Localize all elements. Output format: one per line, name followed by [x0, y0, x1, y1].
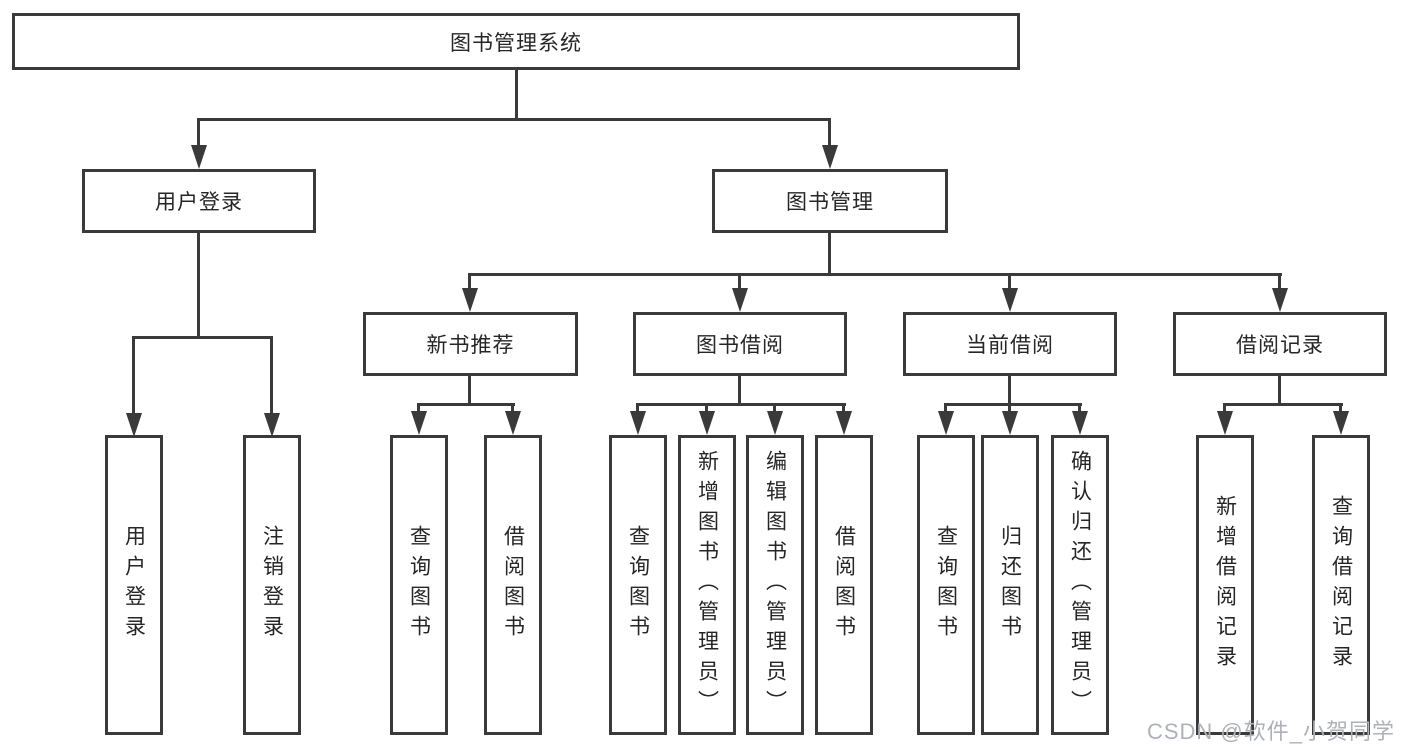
- edge-records-drop-1: [1223, 403, 1226, 415]
- node-book-mgmt: 图书管理: [712, 169, 948, 233]
- edge-root-drop-left: [197, 118, 200, 150]
- leaf-borrow-book-1: 借阅图书: [484, 435, 542, 735]
- arrow-to-book-borrow: [732, 288, 748, 312]
- edge-userlogin-drop-1: [132, 336, 135, 416]
- leaf-user-login: 用户登录: [105, 435, 163, 735]
- edge-borrow-stem: [738, 376, 741, 405]
- leaf-add-borrow-record: 新增借阅记录: [1196, 435, 1254, 735]
- arrow-borrow-leaf-4: [836, 411, 852, 435]
- edge-bookmgmt-rail: [468, 273, 1282, 276]
- leaf-confirm-return: 确认归还（管理员）: [1051, 435, 1109, 735]
- node-borrow-records: 借阅记录: [1173, 312, 1387, 376]
- edge-newbook-rail: [417, 403, 515, 406]
- edge-bookmgmt-drop-4: [1278, 273, 1281, 291]
- edge-current-drop-2: [1008, 403, 1011, 415]
- leaf-label: 查询图书: [626, 525, 650, 645]
- edge-userlogin-drop-2: [270, 336, 273, 416]
- edge-borrow-drop-3: [773, 403, 776, 415]
- edge-current-stem: [1008, 376, 1011, 405]
- arrow-borrow-leaf-3: [767, 411, 783, 435]
- arrow-to-current-borrow: [1002, 288, 1018, 312]
- edge-borrow-drop-4: [842, 403, 845, 415]
- arrow-to-book-mgmt: [822, 145, 838, 169]
- node-root: 图书管理系统: [12, 13, 1020, 70]
- edge-newbook-stem: [468, 376, 471, 405]
- arrow-current-leaf-3: [1072, 411, 1088, 435]
- edge-bookmgmt-drop-2: [738, 273, 741, 291]
- csdn-watermark: CSDN @软件_小贺同学: [1146, 719, 1395, 744]
- edge-userlogin-stem: [197, 233, 200, 338]
- edge-bookmgmt-drop-3: [1008, 273, 1011, 291]
- leaf-label: 用户登录: [122, 525, 146, 645]
- edge-borrow-drop-1: [636, 403, 639, 415]
- edge-current-drop-1: [944, 403, 947, 415]
- arrow-newbook-leaf-1: [411, 411, 427, 435]
- leaf-label: 注销登录: [260, 525, 284, 645]
- edge-current-drop-3: [1078, 403, 1081, 415]
- leaf-label: 归还图书: [998, 525, 1022, 645]
- edge-newbook-drop-2: [511, 403, 514, 415]
- leaf-label: 借阅图书: [501, 525, 525, 645]
- leaf-label: 确认归还（管理员）: [1068, 450, 1092, 720]
- node-new-book-rec: 新书推荐: [363, 312, 578, 376]
- leaf-query-book-3: 查询图书: [917, 435, 975, 735]
- edge-bookmgmt-drop-1: [468, 273, 471, 291]
- arrow-records-leaf-1: [1217, 411, 1233, 435]
- edge-bookmgmt-stem: [828, 233, 831, 275]
- leaf-logout: 注销登录: [243, 435, 301, 735]
- edge-records-rail: [1223, 403, 1343, 406]
- arrow-borrow-leaf-1: [630, 411, 646, 435]
- leaf-label: 编辑图书（管理员）: [763, 450, 787, 720]
- leaf-query-book-2: 查询图书: [609, 435, 667, 735]
- edge-borrow-drop-2: [705, 403, 708, 415]
- edge-root-stem: [515, 70, 518, 120]
- arrow-to-borrow-records: [1272, 288, 1288, 312]
- leaf-label: 查询图书: [407, 525, 431, 645]
- arrow-to-logout-leaf: [264, 413, 280, 437]
- edge-current-rail: [944, 403, 1082, 406]
- arrow-borrow-leaf-2: [699, 411, 715, 435]
- edge-borrow-rail: [636, 403, 846, 406]
- edge-root-drop-right: [828, 118, 831, 150]
- arrow-current-leaf-2: [1002, 411, 1018, 435]
- leaf-label: 查询借阅记录: [1329, 495, 1353, 675]
- arrow-current-leaf-1: [938, 411, 954, 435]
- leaf-label: 查询图书: [934, 525, 958, 645]
- node-user-login: 用户登录: [82, 169, 316, 233]
- leaf-edit-book-admin: 编辑图书（管理员）: [746, 435, 804, 735]
- edge-newbook-drop-1: [417, 403, 420, 415]
- leaf-label: 新增借阅记录: [1213, 495, 1237, 675]
- node-current-borrow: 当前借阅: [903, 312, 1117, 376]
- leaf-query-borrow-record: 查询借阅记录: [1312, 435, 1370, 735]
- edge-root-rail: [197, 118, 831, 121]
- leaf-add-book-admin: 新增图书（管理员）: [678, 435, 736, 735]
- leaf-return-book: 归还图书: [981, 435, 1039, 735]
- arrow-newbook-leaf-2: [505, 411, 521, 435]
- node-book-borrow: 图书借阅: [633, 312, 847, 376]
- arrow-to-login-leaf: [126, 413, 142, 437]
- leaf-query-book-1: 查询图书: [390, 435, 448, 735]
- arrow-records-leaf-2: [1333, 411, 1349, 435]
- leaf-label: 借阅图书: [832, 525, 856, 645]
- edge-records-drop-2: [1339, 403, 1342, 415]
- arrow-to-new-book-rec: [462, 288, 478, 312]
- leaf-label: 新增图书（管理员）: [695, 450, 719, 720]
- arrow-to-user-login: [191, 145, 207, 169]
- leaf-borrow-book-2: 借阅图书: [815, 435, 873, 735]
- edge-userlogin-rail: [132, 336, 273, 339]
- edge-records-stem: [1278, 376, 1281, 405]
